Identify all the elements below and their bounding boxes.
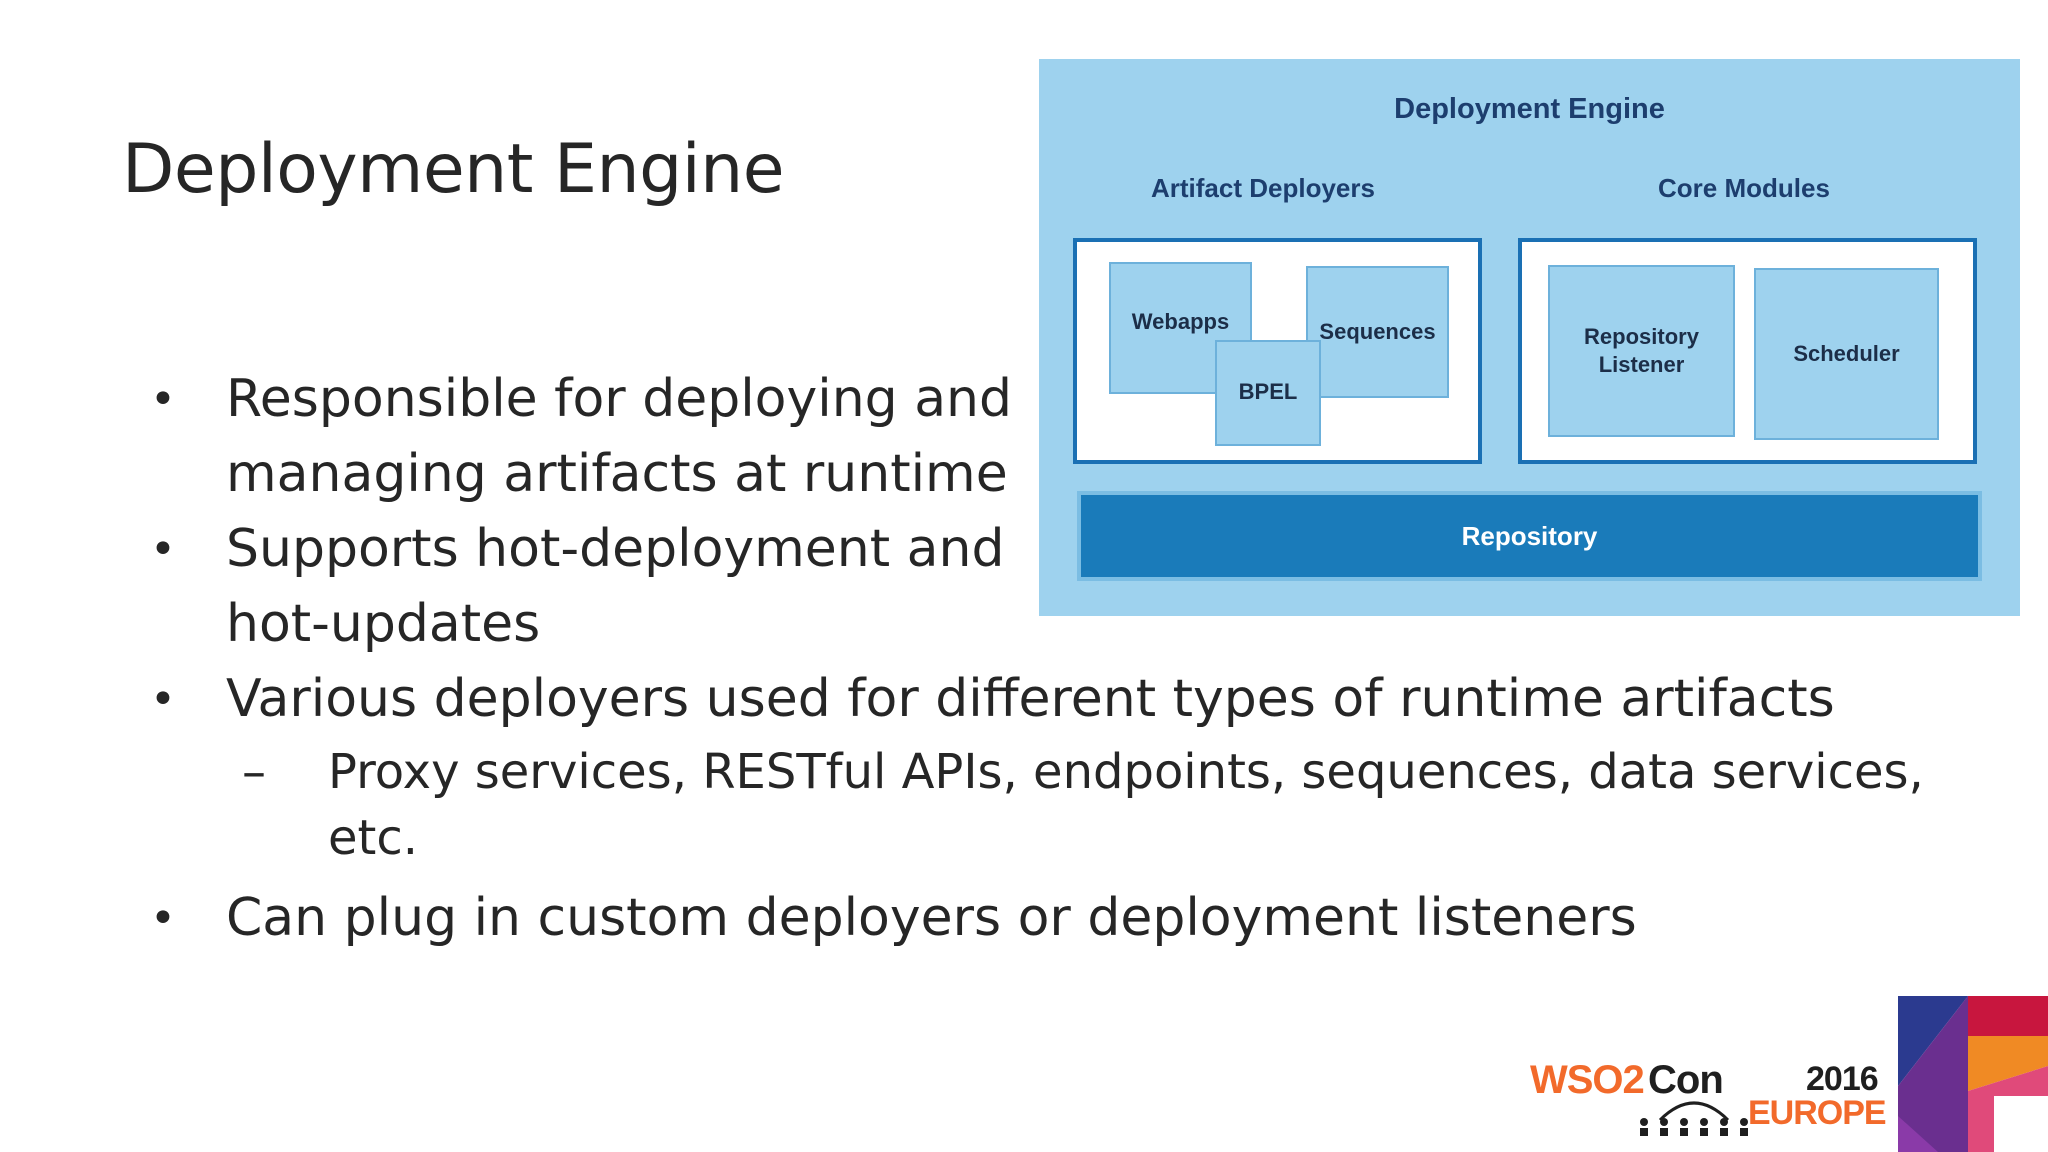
bpel-label: BPEL — [1238, 379, 1298, 404]
wso2con-logo: WSO2 Con 2016 EUROPE — [1530, 1058, 1910, 1138]
scheduler-module: Scheduler — [1754, 268, 1939, 440]
bullet-list: • Responsible for deploying and managing… — [150, 362, 1924, 956]
corner-graphic — [1898, 996, 2048, 1152]
sequences-label: Sequences — [1319, 319, 1436, 344]
bullet-dot: • — [150, 674, 176, 725]
deployment-engine-diagram: Deployment Engine Artifact Deployers Cor… — [1039, 59, 2020, 616]
sequences-module: Sequences — [1306, 266, 1449, 398]
logo-con-text: Con — [1648, 1058, 1724, 1102]
bullet-item: • Can plug in custom deployers or deploy… — [150, 881, 1910, 956]
artifact-deployers-box: Webapps Sequences BPEL — [1073, 238, 1482, 464]
bullet-text: Various deployers used for different typ… — [226, 669, 1835, 729]
bullet-item: • Supports hot-deployment and hot-update… — [150, 512, 1096, 662]
repository-listener-module: Repository Listener — [1548, 265, 1735, 437]
bullet-item: • Various deployers used for different t… — [150, 662, 1910, 737]
logo-wso2-text: WSO2 — [1530, 1058, 1645, 1102]
artifact-deployers-label: Artifact Deployers — [1151, 173, 1375, 203]
logo-region-text: EUROPE — [1748, 1094, 1887, 1132]
bullet-text: Responsible for deploying and — [226, 369, 1013, 429]
bpel-module: BPEL — [1215, 340, 1321, 446]
scheduler-label: Scheduler — [1793, 341, 1900, 366]
core-modules-box: Repository Listener Scheduler — [1518, 238, 1977, 464]
repository-label: Repository — [1461, 520, 1598, 551]
sub-bullet-item: – Proxy services, RESTful APIs, endpoint… — [150, 739, 2048, 871]
bullet-text: Can plug in custom deployers or deployme… — [226, 888, 1637, 948]
sub-bullet-text: Proxy services, RESTful APIs, endpoints,… — [328, 744, 1924, 800]
bullet-dot: • — [150, 374, 176, 425]
bullet-text: hot-updates — [226, 594, 541, 654]
bullet-item: • Responsible for deploying and managing… — [150, 362, 1096, 512]
webapps-label: Webapps — [1131, 309, 1230, 334]
repository-listener-label-1: Repository — [1584, 324, 1699, 349]
bullet-dot: • — [150, 893, 176, 944]
slide-title: Deployment Engine — [122, 130, 785, 209]
sub-bullet-dash: – — [242, 744, 266, 800]
bullet-text: managing artifacts at runtime — [226, 444, 1008, 504]
bullet-dot: • — [150, 524, 176, 575]
diagram-title: Deployment Engine — [1394, 93, 1665, 125]
logo-year-text: 2016 — [1806, 1060, 1879, 1098]
repository-listener-label-2: Listener — [1598, 352, 1685, 377]
logo-people-icon — [1640, 1101, 1748, 1136]
bullet-text: Supports hot-deployment and — [226, 519, 1005, 579]
repository-bar: Repository — [1077, 491, 1982, 581]
core-modules-label: Core Modules — [1658, 173, 1830, 203]
sub-bullet-text: etc. — [328, 810, 418, 866]
